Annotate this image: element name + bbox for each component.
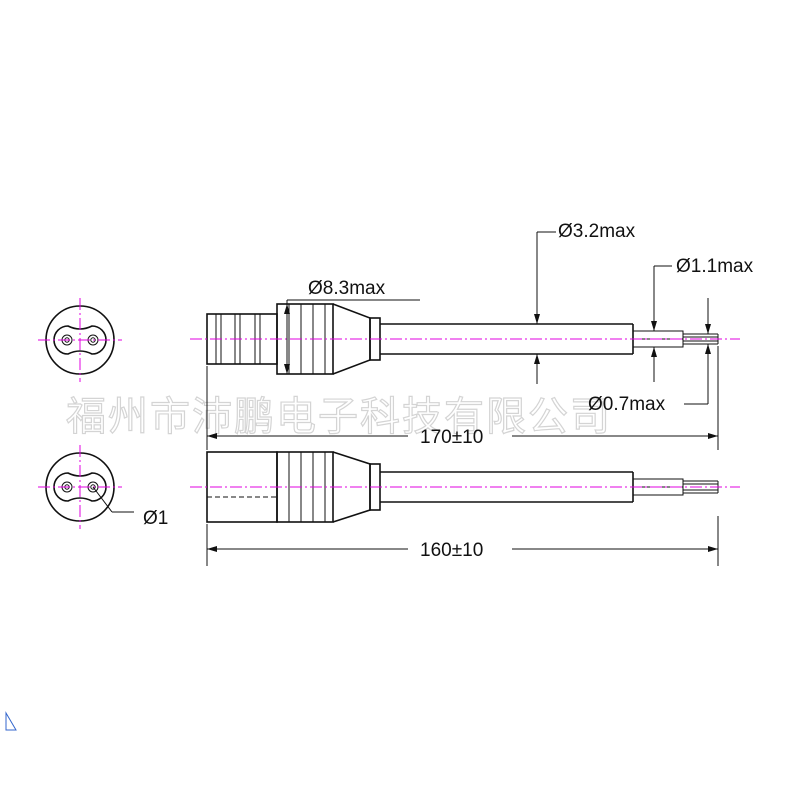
end-view-bottom bbox=[38, 445, 134, 529]
pin-diameter-label: Ø1 bbox=[143, 508, 168, 529]
dim-strand-diameter bbox=[684, 298, 711, 405]
dim-length-bottom bbox=[206, 516, 719, 566]
dim-cable-diameter bbox=[534, 231, 556, 384]
company-watermark: 福州市沛鹏电子科技有限公司 bbox=[66, 394, 612, 440]
end-view-top bbox=[38, 298, 122, 382]
dim-conductor-diameter bbox=[651, 265, 672, 382]
dim-length-top bbox=[206, 346, 719, 450]
side-view-top bbox=[190, 303, 740, 375]
strand-diameter-label: Ø0.7max bbox=[588, 394, 666, 415]
cable-diameter-label: Ø3.2max bbox=[558, 221, 636, 242]
pin-leader-line bbox=[92, 486, 113, 513]
conductor-diameter-label: Ø1.1max bbox=[676, 256, 754, 277]
side-view-bottom bbox=[190, 451, 740, 523]
cursor-icon bbox=[5, 711, 17, 731]
connector-diameter-label: Ø8.3max bbox=[308, 278, 386, 299]
length-top-label: 170±10 bbox=[420, 427, 483, 448]
length-bottom-label: 160±10 bbox=[420, 540, 483, 561]
dim-connector-diameter bbox=[284, 299, 420, 374]
